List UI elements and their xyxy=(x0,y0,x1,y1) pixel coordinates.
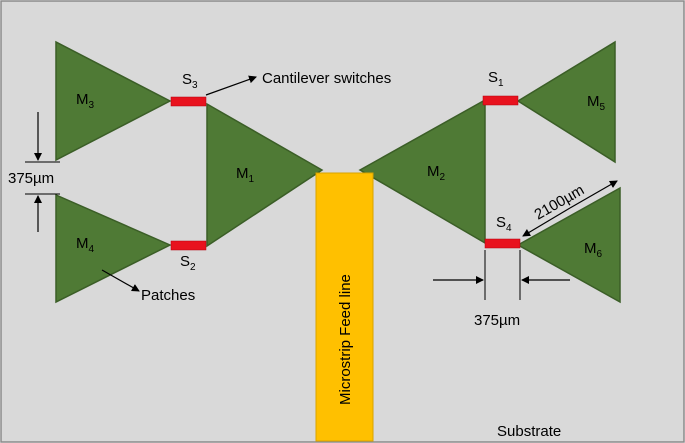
patch-m2-label: M2 xyxy=(427,163,446,183)
patch-m3 xyxy=(55,40,172,162)
patch-m1 xyxy=(206,102,324,248)
side-dim-arrow-a xyxy=(522,207,571,237)
patch-m6 xyxy=(516,186,621,304)
patches-label: Patches xyxy=(141,287,195,304)
patch-m5 xyxy=(516,40,616,164)
side-dim-arrow-b xyxy=(569,180,618,209)
cantilever-label: Cantilever switches xyxy=(262,70,391,87)
patches-arrow xyxy=(101,269,140,292)
patch-m2 xyxy=(358,98,486,245)
patch-m6-label: M6 xyxy=(584,240,603,260)
substrate-label: Substrate xyxy=(497,423,561,440)
gap-dim-label: 375µm xyxy=(8,170,54,187)
patch-m3-label: M3 xyxy=(76,91,95,111)
switch-s1-label: S1 xyxy=(488,69,504,89)
switch-s4-label: S4 xyxy=(496,214,512,234)
switch-s2-label: S2 xyxy=(180,253,196,273)
switch-s3 xyxy=(170,96,207,107)
patch-m4 xyxy=(55,193,172,304)
switch-s2 xyxy=(170,240,207,251)
patch-m5-label: M5 xyxy=(587,93,606,113)
cantilever-arrow xyxy=(205,75,257,96)
switch-s3-label: S3 xyxy=(182,71,198,91)
microstrip-feed-line xyxy=(315,172,374,442)
patch-m1-label: M1 xyxy=(236,165,255,185)
switch-dim-label: 375µm xyxy=(474,312,520,329)
switch-s4 xyxy=(484,238,521,249)
patch-m4-label: M4 xyxy=(76,235,95,255)
switch-s1 xyxy=(482,95,519,106)
feed-line-label: Microstrip Feed line xyxy=(337,274,354,405)
